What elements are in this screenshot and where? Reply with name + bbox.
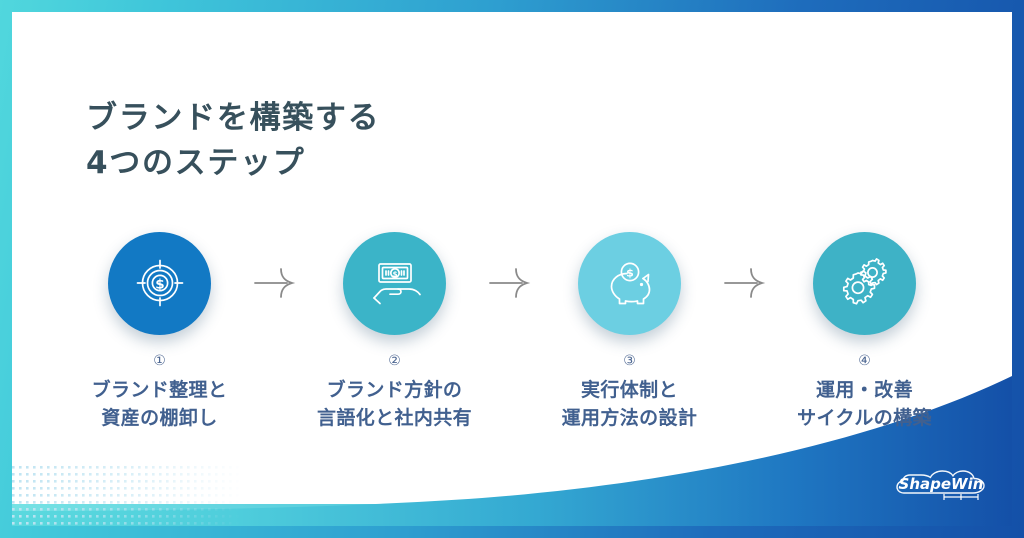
step-4-number: ④ [858,353,871,369]
arrow-right-icon [254,266,300,300]
step-item-2[interactable]: $ ② ブランド方針の 言語化と社 [309,219,480,432]
step-item-3[interactable]: $ ③ 実行体制と 運用方法の設計 [544,219,715,432]
shapewin-logo-text: ShapeWin [899,475,984,493]
step-1-circle: $ [108,231,211,335]
step-2-label: ブランド方針の 言語化と社内共有 [316,379,473,429]
svg-text:$: $ [626,267,634,280]
step-3-bubble-wrap: $ [578,219,681,347]
step-1-label: ブランド整理と 資産の棚卸し [91,379,228,429]
target-dollar-icon: $ [133,256,187,310]
step-2-number: ② [388,353,401,369]
arrow-right-icon [724,266,770,300]
step-item-1[interactable]: $ ① ブランド整理と 資産の棚卸し [74,219,245,432]
shapewin-logo: ShapeWin [894,464,990,510]
arrow-3-to-4 [715,219,779,347]
step-3-label: 実行体制と 運用方法の設計 [561,379,698,429]
gears-icon [837,256,893,310]
steps-row: $ ① ブランド整理と 資産の棚卸し [74,219,950,432]
arrow-2-to-3 [480,219,544,347]
page-title: ブランドを構築する 4つのステップ [86,100,381,181]
piggy-bank-icon: $ [603,258,657,308]
step-1-bubble-wrap: $ [108,219,211,347]
step-2-circle: $ [343,231,446,335]
hand-money-icon: $ [367,258,423,308]
step-4-label: 運用・改善 サイクルの構築 [797,379,932,429]
svg-text:$: $ [392,270,397,278]
arrow-1-to-2 [245,219,309,347]
step-3-circle: $ [578,231,681,335]
step-4-bubble-wrap [813,219,916,347]
step-2-bubble-wrap: $ [343,219,446,347]
svg-text:$: $ [155,276,164,292]
dot-grid-decoration [12,466,242,526]
step-4-circle [813,231,916,335]
slide-inner-canvas: ブランドを構築する 4つのステップ [12,12,1012,526]
step-item-4[interactable]: ④ 運用・改善 サイクルの構築 [779,219,950,432]
step-3-number: ③ [623,353,636,369]
arrow-right-icon [489,266,535,300]
step-1-number: ① [153,353,166,369]
